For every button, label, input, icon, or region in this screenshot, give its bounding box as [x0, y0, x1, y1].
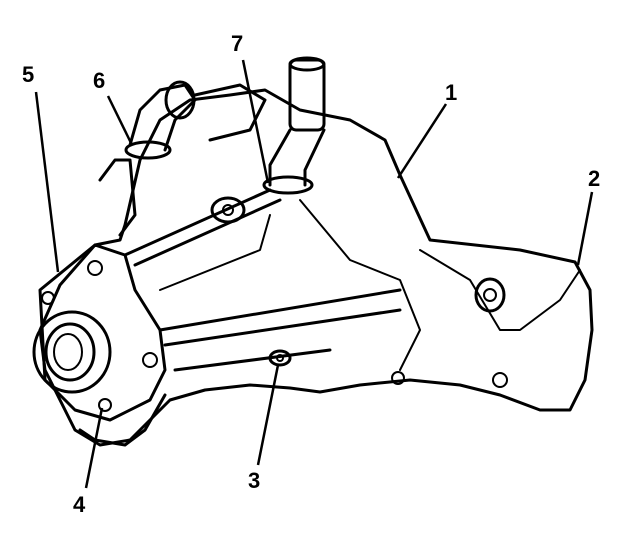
leader-line-3: [256, 364, 280, 466]
leader-line-5: [34, 91, 60, 273]
callout-3: 3: [248, 468, 261, 493]
callout-4: 4: [73, 492, 86, 517]
leader-line-6: [106, 95, 134, 146]
callout-2: 2: [588, 166, 601, 191]
leader-lines: [34, 59, 594, 489]
callout-7: 7: [231, 31, 244, 56]
leader-line-2: [576, 191, 594, 266]
leader-line-4: [84, 407, 104, 489]
callout-1: 1: [445, 80, 458, 105]
leader-line-1: [396, 103, 448, 179]
pump-body: [32, 56, 594, 447]
leader-line-7: [241, 59, 270, 184]
callout-6: 6: [93, 68, 106, 93]
callout-5: 5: [22, 62, 35, 87]
